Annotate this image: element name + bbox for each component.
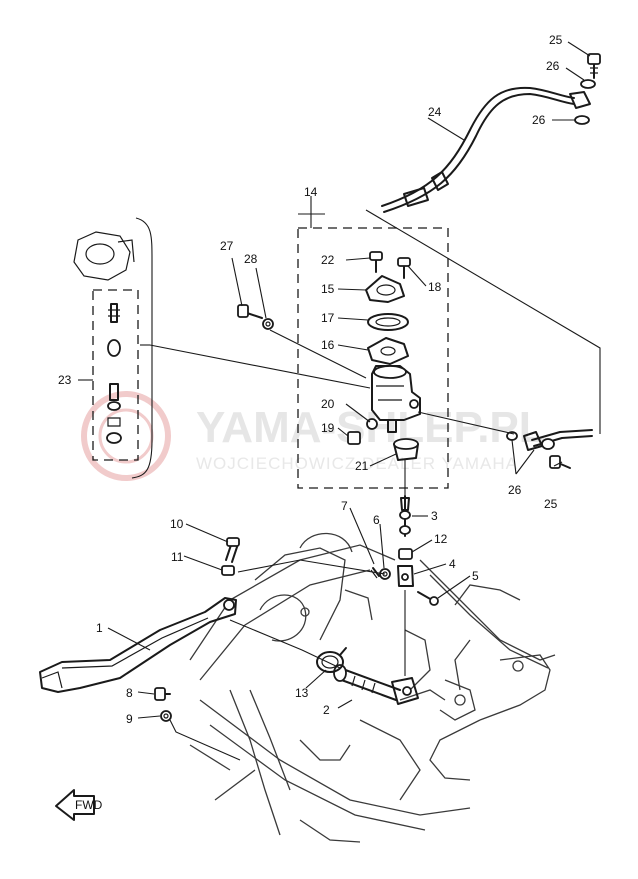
fwd-label: FWD bbox=[75, 798, 103, 812]
callout-17: 17 bbox=[321, 311, 335, 325]
callout-14: 14 bbox=[304, 185, 318, 199]
brake-pedal bbox=[39, 597, 237, 693]
callout-27: 27 bbox=[220, 239, 234, 253]
callout-26-top: 26 bbox=[546, 59, 560, 73]
banjo-bolt-25-top bbox=[587, 53, 601, 79]
callout-25-low: 25 bbox=[544, 497, 558, 511]
nut-12 bbox=[398, 548, 413, 560]
push-rod-3 bbox=[399, 495, 411, 537]
frame-structure bbox=[189, 532, 556, 843]
callout-18: 18 bbox=[428, 280, 442, 294]
callout-24: 24 bbox=[428, 105, 442, 119]
bolt-19 bbox=[347, 431, 361, 445]
callout-16: 16 bbox=[321, 338, 335, 352]
callout-26-low: 26 bbox=[508, 483, 522, 497]
nut-11 bbox=[221, 565, 235, 576]
callout-11: 11 bbox=[171, 550, 184, 564]
master-cylinder-group-14 bbox=[297, 196, 449, 489]
fwd-arrow: FWD bbox=[55, 789, 103, 821]
callout-2: 2 bbox=[323, 703, 330, 717]
plate-16 bbox=[367, 337, 409, 365]
callout-6: 6 bbox=[373, 513, 380, 527]
diaphragm-17 bbox=[367, 313, 409, 331]
routing-lines bbox=[149, 209, 601, 761]
callout-1: 1 bbox=[96, 621, 103, 635]
banjo-bolt-25-low bbox=[549, 455, 571, 469]
callout-leaders bbox=[107, 41, 591, 719]
screw-18 bbox=[397, 257, 411, 279]
callout-25-top: 25 bbox=[549, 33, 563, 47]
bolt-8 bbox=[154, 687, 171, 701]
callout-20: 20 bbox=[321, 397, 335, 411]
washer-26-mid bbox=[574, 115, 590, 125]
bolt-27 bbox=[237, 304, 263, 319]
callout-4: 4 bbox=[449, 557, 456, 571]
callout-21: 21 bbox=[355, 459, 369, 473]
clevis-4 bbox=[397, 565, 414, 587]
callout-5: 5 bbox=[472, 569, 479, 583]
cap-15 bbox=[365, 275, 405, 303]
callout-13: 13 bbox=[295, 686, 309, 700]
washer-9 bbox=[160, 710, 172, 722]
watermark-logo-ring bbox=[81, 391, 171, 481]
callout-3: 3 bbox=[431, 509, 438, 523]
pin-5 bbox=[417, 591, 439, 606]
callout-23: 23 bbox=[58, 373, 72, 387]
washer-28 bbox=[262, 318, 274, 330]
callout-26-mid: 26 bbox=[532, 113, 546, 127]
repair-kit-23 bbox=[73, 217, 153, 479]
washer-26-top bbox=[580, 79, 596, 89]
spring-13 bbox=[316, 647, 347, 673]
master-cylinder-body bbox=[371, 365, 421, 433]
watermark-line2: WOJCIECHOWICZ DEALER YAMAHA bbox=[196, 454, 518, 473]
callout-28: 28 bbox=[244, 252, 258, 266]
callout-9: 9 bbox=[126, 712, 133, 726]
callout-22: 22 bbox=[321, 253, 335, 267]
watermark: YAMA-SHLEP.PL WOJCIECHOWICZ DEALER YAMAH… bbox=[81, 391, 546, 481]
callout-8: 8 bbox=[126, 686, 133, 700]
callout-10: 10 bbox=[170, 517, 184, 531]
callout-12: 12 bbox=[434, 532, 448, 546]
callout-7: 7 bbox=[341, 499, 348, 513]
boot-21 bbox=[393, 438, 419, 461]
brake-shaft-2 bbox=[333, 664, 419, 705]
callout-numbers: 1 2 3 4 5 6 7 8 9 10 11 12 13 14 15 16 1… bbox=[58, 33, 563, 726]
brake-hose-lower-end bbox=[523, 429, 593, 451]
brake-hose-24 bbox=[381, 86, 591, 213]
screw-22 bbox=[369, 251, 383, 273]
callout-15: 15 bbox=[321, 282, 335, 296]
callout-19: 19 bbox=[321, 421, 335, 435]
